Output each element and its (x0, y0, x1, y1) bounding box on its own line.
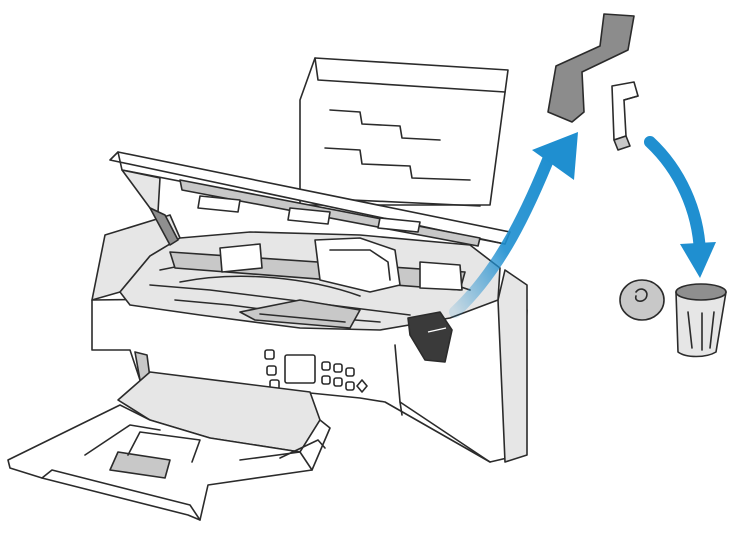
operation-panel (264, 349, 368, 393)
ok-button (333, 377, 343, 387)
trash-lid-handle (634, 288, 648, 302)
discard-arrow (644, 136, 716, 278)
nav-up-button (321, 361, 331, 371)
panel-buttons (264, 349, 368, 393)
remove-arrow (449, 132, 578, 318)
back-button (266, 365, 277, 376)
nav-left-button (321, 375, 331, 385)
home-button (264, 349, 275, 360)
lcd-screen (284, 354, 316, 384)
color-button (345, 367, 355, 377)
black-button (345, 381, 355, 391)
trash-lid (619, 279, 665, 321)
tape-strip-icon (547, 13, 635, 123)
paper-support (299, 57, 509, 207)
trash-can-icon (619, 279, 727, 358)
printer-interior (119, 231, 501, 331)
paper-output-tray (7, 371, 331, 521)
tape-on-printer (407, 311, 453, 363)
nav-right-button (333, 363, 343, 373)
power-button (356, 379, 368, 393)
protective-clip-icon (611, 81, 639, 151)
scanner-unit (109, 151, 511, 247)
